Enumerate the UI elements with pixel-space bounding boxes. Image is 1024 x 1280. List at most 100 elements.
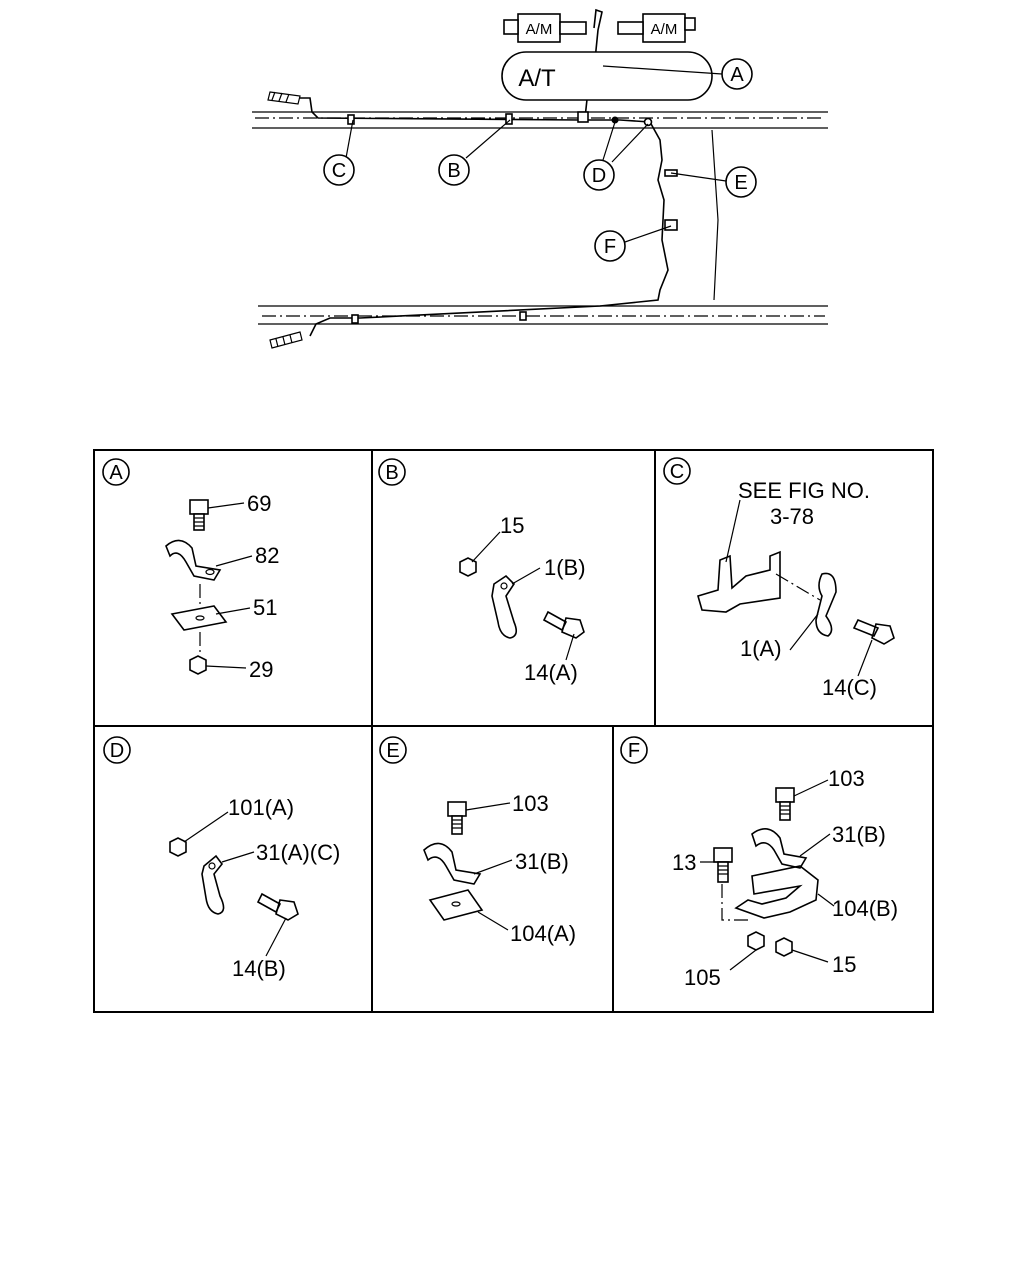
label-d-14b: 14(B) (232, 956, 286, 981)
panel-f-badge (620, 736, 648, 764)
clip-b-mark (505, 113, 513, 125)
label-b-14a: 14(A) (524, 660, 578, 685)
label-a-82: 82 (255, 543, 279, 568)
label-b-15: 15 (500, 513, 524, 538)
panel-e-badge (379, 736, 407, 764)
clip-c-mark (347, 114, 355, 125)
panel-c-letter: C (670, 461, 684, 483)
nut-15-b (459, 557, 477, 577)
am-left-label: A/M (526, 21, 553, 38)
clip-31ac-hole (208, 862, 216, 870)
panel-a: A 69 82 51 29 (102, 458, 279, 682)
note-c-line2: 3-78 (770, 504, 814, 529)
clip-d-mark-2 (643, 117, 653, 127)
panel-a-badge (102, 458, 130, 486)
panel-b: B 15 1(B) 14(A) (378, 458, 586, 685)
frame-rail-upper (252, 111, 828, 129)
leaders-b (471, 531, 575, 661)
bolt-14a (542, 610, 585, 639)
callout-c: C (323, 154, 355, 186)
plate-104a (428, 889, 484, 921)
label-f-104b: 104(B) (832, 896, 898, 921)
label-c-14c: 14(C) (822, 675, 877, 700)
chassis-overview: A/M A/M A/T A C B D (252, 8, 828, 349)
label-a-29: 29 (249, 657, 273, 682)
clip-1a (815, 572, 837, 637)
leader-c-note (725, 499, 741, 563)
leaders-d (183, 811, 287, 957)
clip-31ac (201, 854, 225, 915)
panel-e-letter: E (386, 740, 399, 762)
panel-e: E 103 31(B) 104(A) (379, 736, 576, 946)
svg-text:A: A (730, 64, 744, 86)
panel-f: F 103 31(B) 13 104(B) 105 15 (620, 736, 898, 990)
callout-e: E (725, 166, 757, 198)
leaders-e (465, 802, 513, 931)
panel-f-letter: F (628, 740, 640, 762)
clip-1b (491, 574, 518, 639)
clip-lower-1 (351, 314, 359, 324)
cross-member (711, 129, 719, 301)
clamp-82 (165, 539, 222, 581)
label-e-103: 103 (512, 791, 549, 816)
axis-c (775, 573, 821, 601)
panel-d-badge (103, 736, 131, 764)
grid-frame (93, 449, 934, 1013)
bolt-14c (852, 618, 895, 645)
label-f-15: 15 (832, 952, 856, 977)
label-a-51: 51 (253, 595, 277, 620)
leaders-f (700, 779, 835, 971)
label-f-31b: 31(B) (832, 822, 886, 847)
bolt-103-f (775, 787, 795, 821)
bolt-103-e (447, 801, 467, 835)
plate-51-hole (195, 615, 205, 621)
panel-d: D 101(A) 31(A)(C) 14(B) (103, 736, 340, 981)
label-f-13: 13 (672, 850, 696, 875)
callout-a: A (721, 58, 753, 90)
bolt-13 (713, 847, 733, 883)
clamp-31b-e (423, 842, 482, 885)
clamp-82-hole (205, 568, 215, 576)
bolt-14b (256, 892, 299, 921)
svg-text:E: E (734, 172, 747, 194)
bracket-c (697, 550, 781, 613)
label-d-101a: 101(A) (228, 795, 294, 820)
detail-grid (93, 449, 934, 1013)
svg-text:C: C (332, 160, 346, 182)
callout-b: B (438, 154, 470, 186)
panel-a-letter: A (109, 462, 123, 484)
air-pipe (300, 97, 669, 337)
am-right-label: A/M (651, 21, 678, 38)
nut-29 (189, 655, 207, 675)
label-d-31ac: 31(A)(C) (256, 840, 340, 865)
bolt-69 (189, 499, 209, 531)
axis-f (721, 884, 752, 921)
frame-rail-lower (258, 305, 828, 325)
at-label: A/T (518, 65, 556, 92)
plate-51 (170, 605, 228, 631)
nut-101a (169, 837, 187, 857)
panel-b-letter: B (385, 462, 398, 484)
panel-c: C SEE FIG NO. 3-78 1(A) 14(C) (663, 457, 895, 700)
label-c-1a: 1(A) (740, 636, 782, 661)
tee-joint (577, 111, 589, 123)
panel-d-letter: D (110, 740, 124, 762)
brake-chamber-rear (269, 331, 303, 349)
label-e-104a: 104(A) (510, 921, 576, 946)
leaders-a (205, 502, 253, 669)
am-right-box: A/M (617, 13, 696, 43)
label-f-103: 103 (828, 766, 865, 791)
brake-chamber-front (267, 91, 301, 105)
panel-b-badge (378, 458, 406, 486)
nut-15-f (775, 937, 793, 957)
label-a-69: 69 (247, 491, 271, 516)
svg-text:D: D (592, 165, 606, 187)
bracket-104b (734, 865, 819, 919)
callout-leaders (345, 65, 727, 243)
label-e-31b: 31(B) (515, 849, 569, 874)
leaders-c (789, 613, 873, 677)
grid-dividers (94, 450, 933, 1012)
clamp-31b-f (751, 828, 808, 869)
svg-text:B: B (447, 160, 460, 182)
